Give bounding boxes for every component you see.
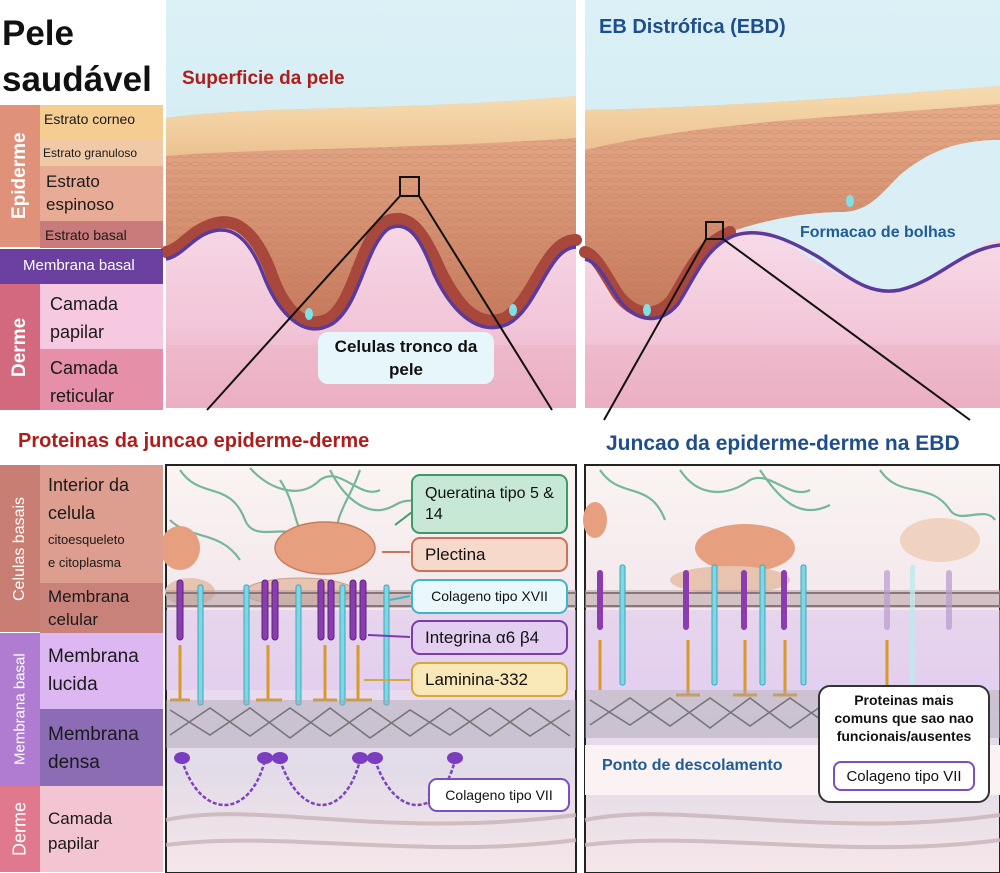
callout-collagen-vii: Colageno tipo VII	[428, 778, 570, 812]
nonfunctional-proteins-title: Proteinas mais comuns que sao nao funcio…	[834, 692, 974, 744]
cell-interior-line1: Interior da	[48, 475, 130, 495]
legend-camada-papilar-bottom: Camada papilar	[40, 786, 163, 872]
legend-camada-reticular: Camada reticular	[40, 349, 163, 410]
ebd-heading: EB Distrófica (EBD)	[599, 16, 786, 38]
stem-cells-label: Celulas tronco da pele	[318, 332, 494, 384]
basal-cells-group-label: Celulas basais	[0, 465, 40, 632]
page-title-line2: saudável	[2, 60, 152, 99]
legend-membrana-celular: Membrana celular	[40, 583, 163, 633]
callout-keratin: Queratina tipo 5 & 14	[411, 474, 568, 534]
legend-membrana-basal: Membrana basal	[0, 249, 163, 284]
page-title-line1: Pele	[2, 14, 74, 53]
legend-membrana-densa: Membrana densa	[40, 709, 163, 786]
callout-plectin: Plectina	[411, 537, 568, 572]
legend-membrana-lucida: Membrana lucida	[40, 633, 163, 709]
junction-proteins-heading: Proteinas da juncao epiderme-derme	[18, 430, 370, 452]
legend-estrato-granuloso: Estrato granuloso	[40, 139, 163, 166]
healthy-surface-heading: Superficie da pele	[182, 68, 345, 89]
ebd-skin-illustration	[579, 0, 1000, 408]
callout-integrin: Integrina α6 β4	[411, 620, 568, 655]
legend-estrato-espinoso: Estrato espinoso	[40, 166, 163, 221]
detachment-point-label: Ponto de descolamento	[602, 757, 783, 774]
ebd-junction-heading: Juncao da epiderme-derme na EBD	[606, 432, 960, 455]
derme-group-label: Derme	[0, 284, 40, 410]
legend-estrato-basal: Estrato basal	[40, 221, 163, 248]
legend-camada-papilar: Camada papilar	[40, 284, 163, 349]
nonfunctional-proteins-box: Proteinas mais comuns que sao nao funcio…	[818, 685, 990, 803]
zoom-connector-lines	[206, 195, 971, 421]
callout-collagen-xvii: Colageno tipo XVII	[411, 579, 568, 614]
legend-estrato-corneo: Estrato corneo	[40, 105, 163, 139]
derme-bottom-group-label: Derme	[0, 786, 40, 872]
ebd-junction-zoom	[583, 464, 1000, 873]
callout-laminin: Laminina-332	[411, 662, 568, 697]
cell-interior-sub2: e citoplasma	[48, 555, 121, 570]
epiderme-group-label: Epiderme	[0, 105, 40, 247]
cell-interior-line2: celula	[48, 503, 96, 523]
blister-formation-label: Formacao de bolhas	[800, 224, 956, 241]
cell-interior-sub1: citoesqueleto	[48, 532, 125, 547]
basal-membrane-group-label: Membrana basal	[0, 633, 40, 786]
legend-cell-interior: Interior da celula citoesqueleto e citop…	[40, 465, 163, 583]
nonfunctional-collagen-vii: Colageno tipo VII	[833, 761, 975, 791]
